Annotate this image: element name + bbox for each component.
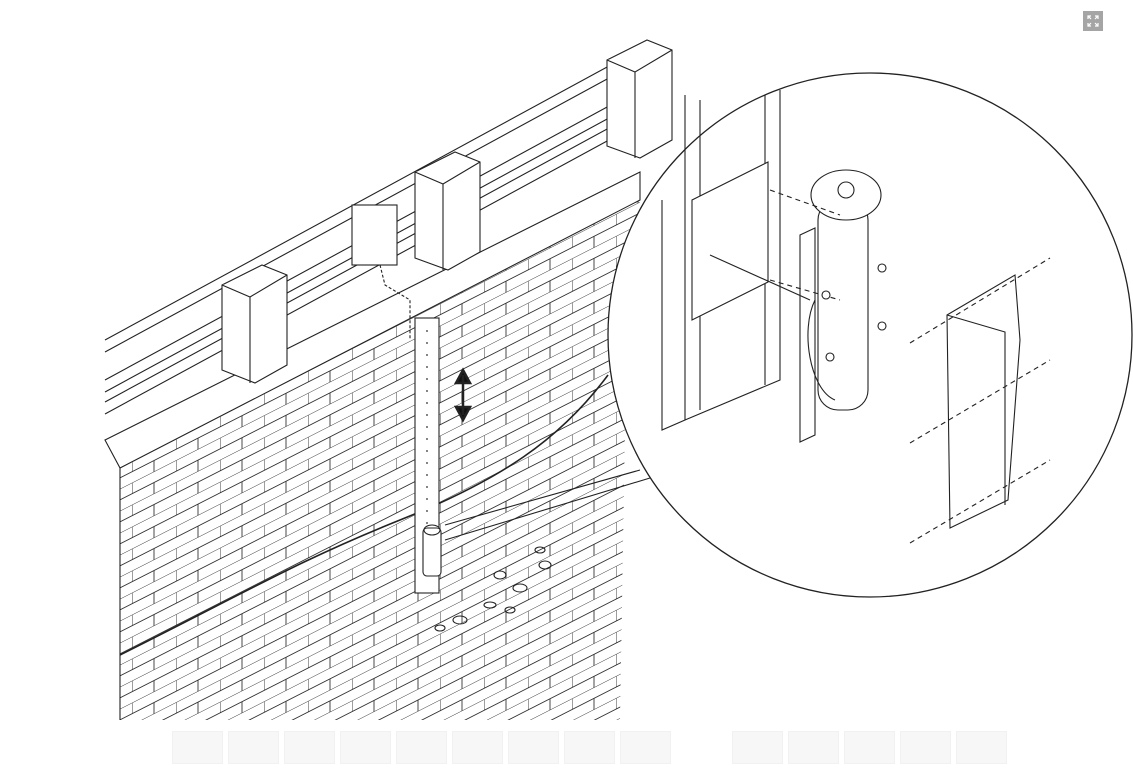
thumbnail[interactable] xyxy=(508,731,559,764)
thumbnail[interactable] xyxy=(452,731,503,764)
posts xyxy=(221,39,673,384)
thumbnail[interactable] xyxy=(900,731,951,764)
thumbnail[interactable] xyxy=(340,731,391,764)
double-arrow xyxy=(453,367,473,423)
thumbnail[interactable] xyxy=(228,731,279,764)
thumbnail xyxy=(676,731,727,764)
cable xyxy=(119,374,609,656)
expand-icon xyxy=(1087,15,1099,27)
thumbnail[interactable] xyxy=(788,731,839,764)
thumbnail[interactable] xyxy=(396,731,447,764)
thumbnail[interactable] xyxy=(844,731,895,764)
rocks xyxy=(434,546,552,632)
detail-view xyxy=(661,90,1051,544)
thumbnail[interactable] xyxy=(956,731,1007,764)
thumbnail[interactable] xyxy=(172,731,223,764)
thumbnail[interactable] xyxy=(284,731,335,764)
thumbnail-strip xyxy=(172,731,1007,764)
detail-circle xyxy=(607,72,1133,598)
thumbnail[interactable] xyxy=(620,731,671,764)
thumbnail[interactable] xyxy=(732,731,783,764)
thumbnail[interactable] xyxy=(564,731,615,764)
expand-button[interactable] xyxy=(1083,11,1103,31)
